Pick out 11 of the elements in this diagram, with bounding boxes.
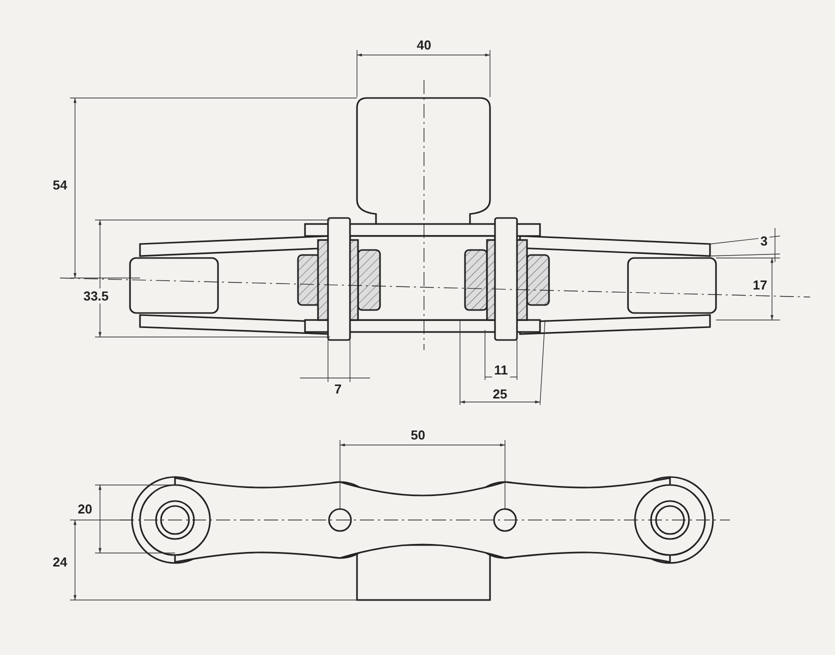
dimension-value: 25 (490, 386, 510, 402)
dimension-value: 7 (332, 382, 344, 396)
dimension-value: 3 (758, 234, 770, 248)
dimension-value: 33.5 (81, 288, 111, 304)
dimension-value: 54 (50, 178, 70, 192)
dimension-value: 20 (76, 502, 94, 516)
dimension-value: 24 (50, 554, 70, 570)
dimension-value: 50 (408, 428, 428, 442)
dimension-value: 17 (750, 278, 770, 292)
dimension-value: 40 (414, 38, 434, 52)
dimension-value: 11 (492, 362, 510, 378)
